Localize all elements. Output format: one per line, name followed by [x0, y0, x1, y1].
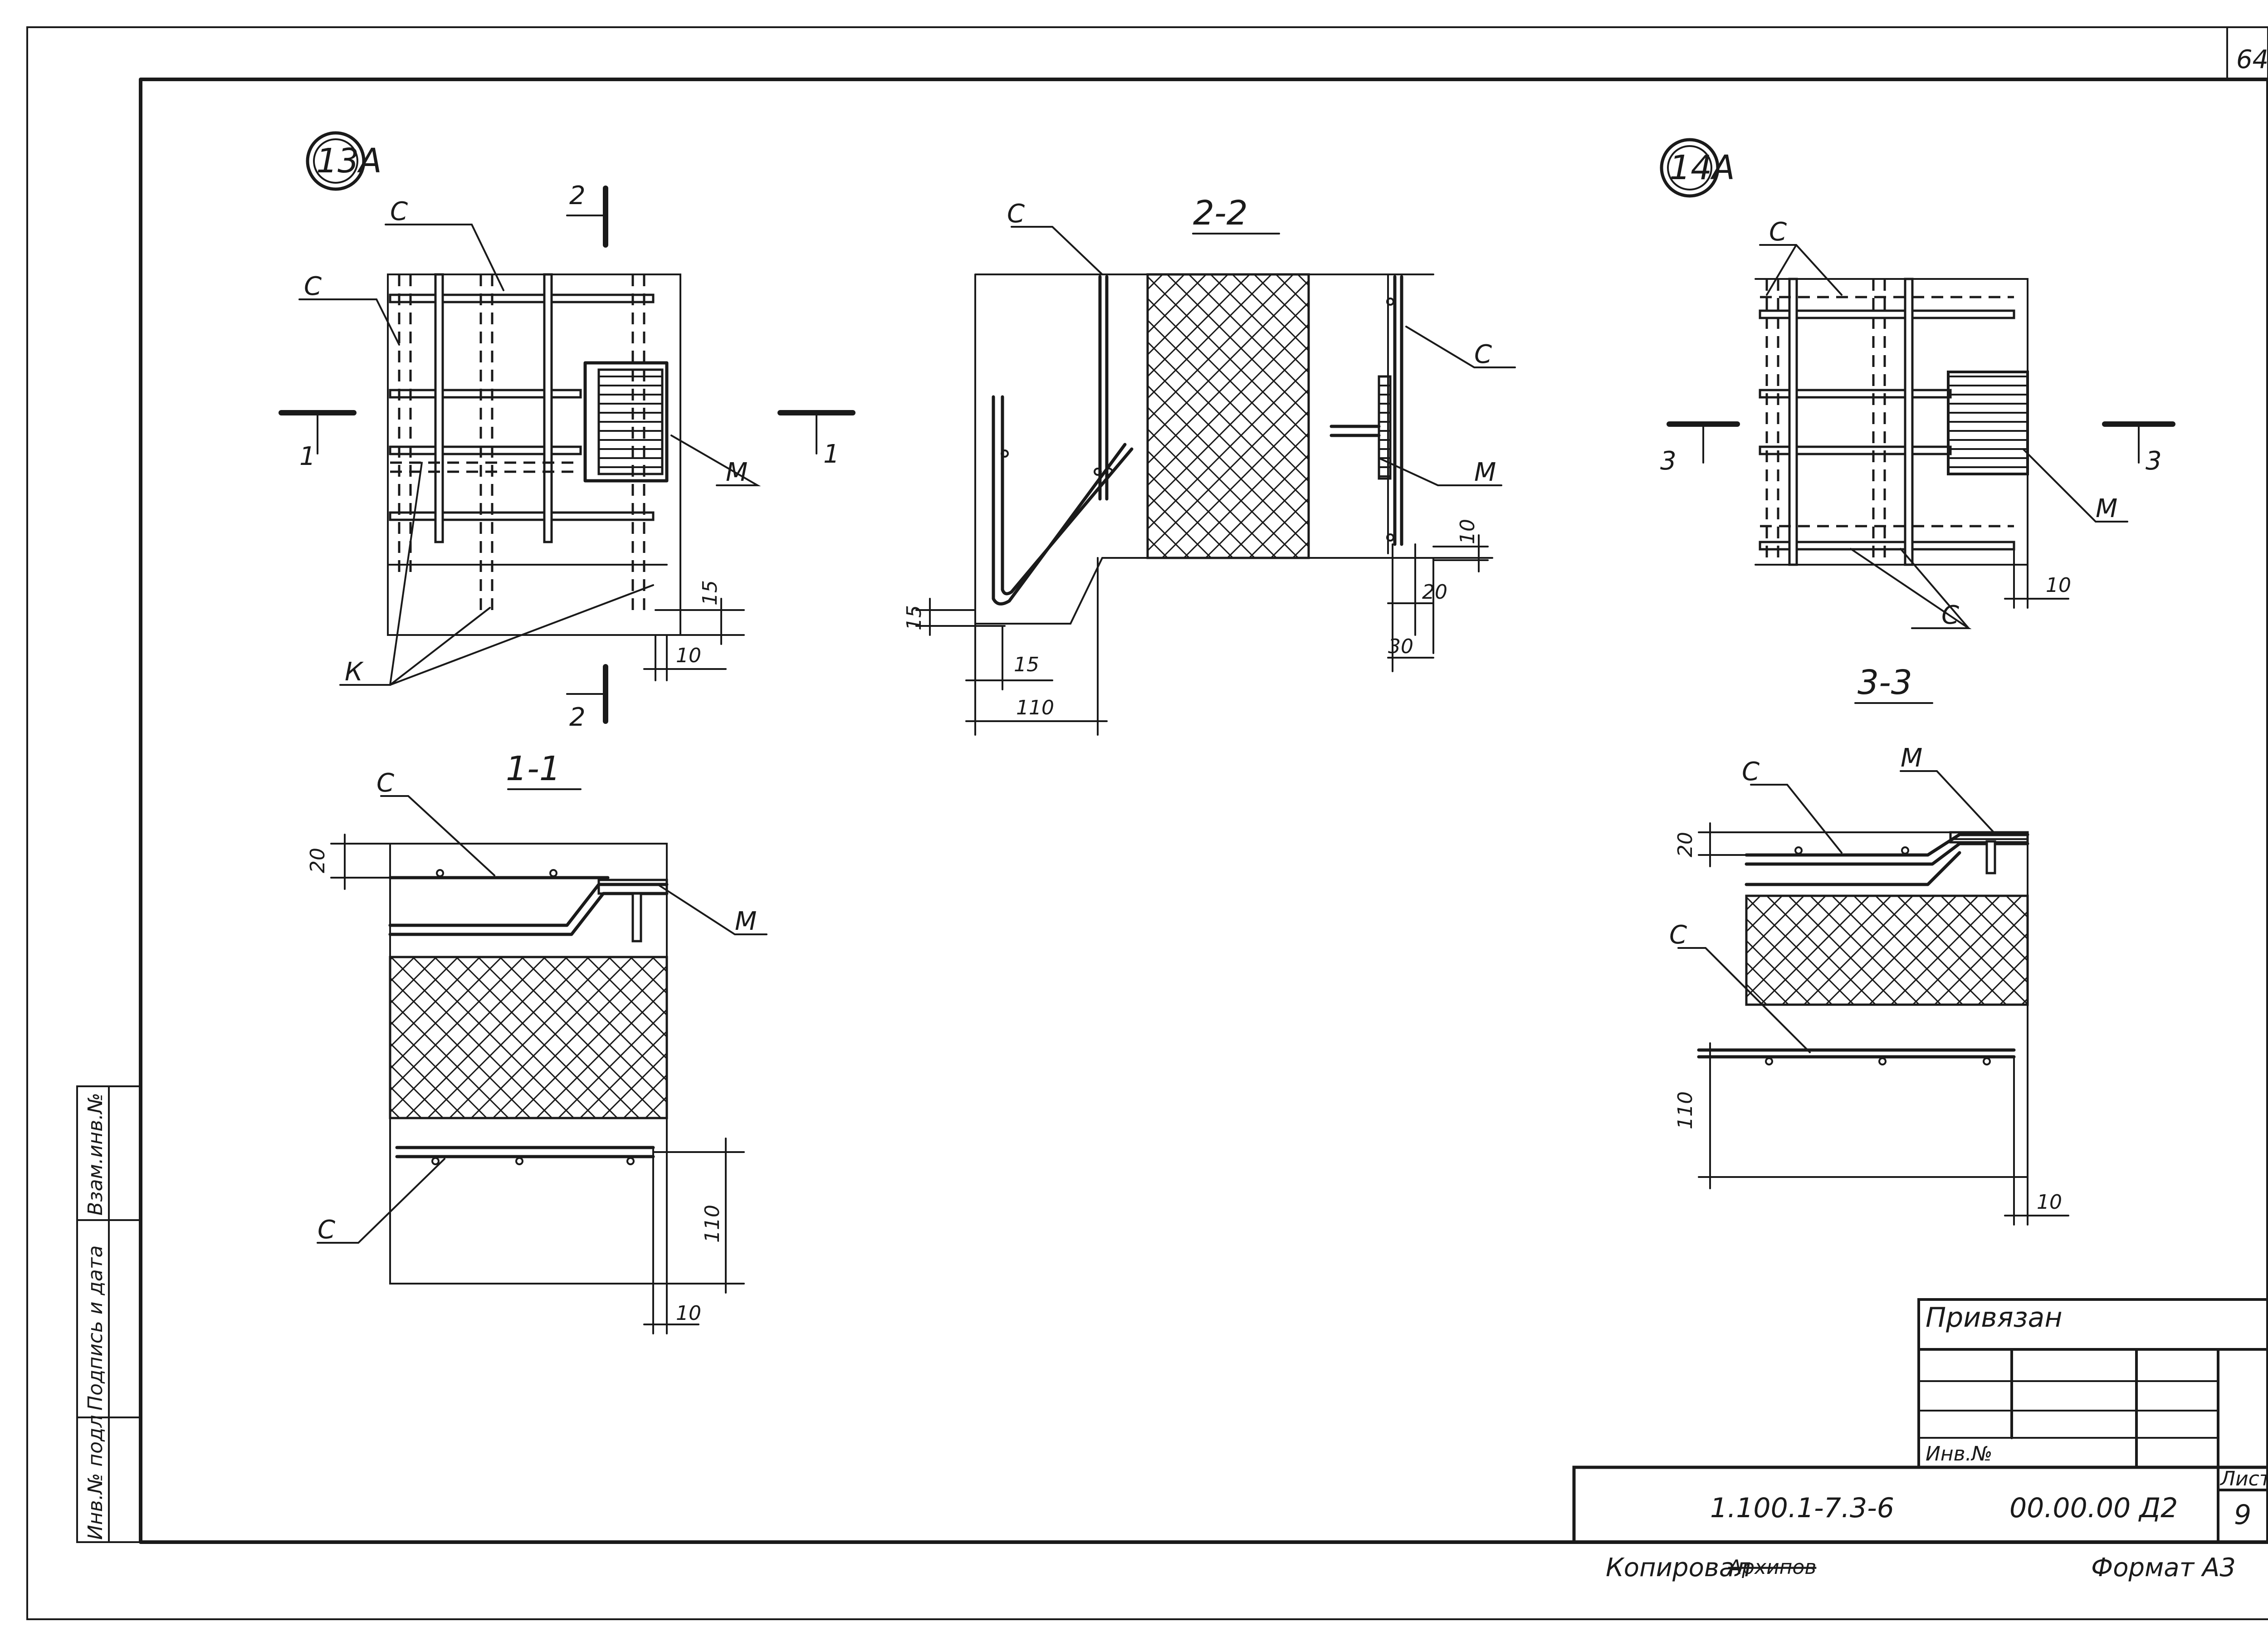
section-1-1 [317, 788, 767, 1334]
title-block [1572, 1298, 2268, 1544]
page-number: 64 [2236, 45, 2268, 74]
node-14a [1660, 138, 2175, 629]
side-stamp [76, 1085, 142, 1543]
tb-sheet-label: Лист [2219, 1467, 2268, 1490]
stamp-inv: Инв.№ подл [84, 1415, 107, 1540]
label-c-13a-left: С [304, 272, 322, 301]
dim-22-15a: 15 [903, 605, 926, 630]
label-c-14a-bottom: С [1941, 601, 1959, 630]
cut-3-left: 3 [1660, 446, 1677, 476]
label-c-14a-top: С [1769, 217, 1787, 247]
section-2-2 [915, 226, 1516, 736]
dim-22-15b: 15 [1014, 653, 1039, 676]
dim-11-110: 110 [701, 1205, 724, 1243]
tb-tied: Привязан [1926, 1302, 2063, 1334]
copied-label: Копировал [1606, 1553, 1751, 1583]
label-c-22-right: С [1474, 340, 1492, 369]
badge-13a: 13А [316, 142, 382, 181]
tb-code: 1.100.1-7.3-6 [1710, 1492, 1894, 1524]
tb-doc: 00.00.00 Д2 [2009, 1492, 2178, 1524]
label-k-13a: К [345, 657, 364, 687]
label-m-33: М [1901, 743, 1922, 773]
cut-3-right: 3 [2146, 446, 2162, 476]
cut-1-right: 1 [823, 440, 840, 469]
dim-33-10: 10 [2037, 1191, 2062, 1214]
label-m-11: М [735, 907, 757, 936]
dim-22-110: 110 [1016, 696, 1054, 719]
dim-22-10: 10 [1456, 519, 1479, 544]
dim-11-20: 20 [306, 848, 329, 873]
format-label: Формат А3 [2091, 1553, 2236, 1583]
dim-33-20: 20 [1674, 832, 1697, 857]
label-c-11-top: С [376, 768, 394, 798]
label-c-11-bottom: С [318, 1215, 335, 1245]
stamp-replace: Взам.инв.№ [84, 1093, 107, 1216]
stamp-signature: Подпись и дата [84, 1246, 107, 1411]
dim-13a-15: 15 [699, 580, 722, 606]
cut-1-left: 1 [299, 442, 316, 471]
label-m-22: М [1474, 458, 1496, 487]
badge-14a: 14А [1669, 148, 1735, 187]
tb-inv: Инв.№ [1926, 1442, 1992, 1465]
dim-33-110: 110 [1674, 1091, 1697, 1129]
copied-signature: Архипов [1727, 1556, 1816, 1579]
dim-22-30: 30 [1388, 635, 1413, 658]
dim-22-20: 20 [1422, 581, 1447, 604]
dim-13a-10: 10 [676, 644, 701, 667]
sheet-frame [26, 26, 2268, 1620]
section-title-2-2: 2-2 [1193, 194, 1248, 233]
label-m-13a: М [726, 458, 748, 487]
section-title-3-3: 3-3 [1857, 663, 1912, 702]
label-c-13a-top: С [390, 197, 408, 226]
cut-2-bottom: 2 [569, 703, 586, 732]
section-title-1-1: 1-1 [506, 749, 561, 788]
label-c-22-left: С [1007, 199, 1025, 229]
label-c-33-top: С [1742, 757, 1760, 786]
dim-11-10: 10 [676, 1302, 701, 1325]
label-m-14a: М [2096, 494, 2117, 523]
section-3-3 [1677, 702, 2069, 1226]
tb-sheet-no: 9 [2234, 1499, 2251, 1531]
cut-2-top: 2 [569, 181, 586, 210]
label-c-33-mid: С [1669, 920, 1687, 950]
dim-14a-10: 10 [2046, 574, 2071, 597]
node-13a [279, 131, 855, 724]
